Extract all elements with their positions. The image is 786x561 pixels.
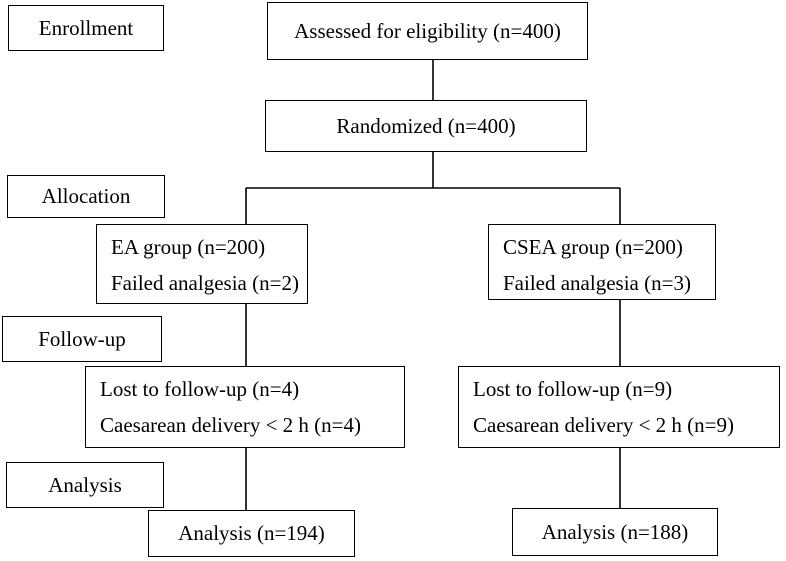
ea-analysis-box: Analysis (n=194) — [148, 510, 355, 557]
csea-group-box: CSEA group (n=200) Failed analgesia (n=3… — [488, 224, 716, 300]
stage-label-allocation: Allocation — [7, 175, 165, 218]
stage-label-enrollment: Enrollment — [8, 5, 164, 51]
csea-analysis-box: Analysis (n=188) — [512, 508, 718, 556]
randomized-text: Randomized (n=400) — [336, 113, 516, 138]
ea-group-box: EA group (n=200) Failed analgesia (n=2) — [96, 224, 308, 304]
ea-group-failed: Failed analgesia (n=2) — [111, 271, 299, 295]
stage-label-allocation-text: Allocation — [41, 184, 131, 209]
ea-caesarean-text: Caesarean delivery < 2 h (n=4) — [100, 413, 362, 437]
randomized-box: Randomized (n=400) — [265, 100, 587, 152]
stage-label-follow-up: Follow-up — [2, 316, 162, 362]
csea-followup-box: Lost to follow-up (n=9) Caesarean delive… — [458, 366, 780, 448]
assessed-box: Assessed for eligibility (n=400) — [267, 2, 588, 60]
csea-group-failed: Failed analgesia (n=3) — [503, 271, 691, 295]
ea-analysis-text: Analysis (n=194) — [178, 521, 325, 546]
stage-label-analysis: Analysis — [6, 462, 164, 508]
csea-lost-text: Lost to follow-up (n=9) — [473, 377, 673, 401]
stage-label-follow-up-text: Follow-up — [38, 326, 126, 351]
csea-group-title: CSEA group (n=200) — [503, 235, 683, 259]
csea-caesarean-text: Caesarean delivery < 2 h (n=9) — [473, 413, 735, 437]
csea-analysis-text: Analysis (n=188) — [541, 519, 689, 544]
ea-followup-box: Lost to follow-up (n=4) Caesarean delive… — [85, 366, 405, 448]
assessed-text: Assessed for eligibility (n=400) — [294, 18, 561, 43]
ea-lost-text: Lost to follow-up (n=4) — [100, 377, 300, 401]
ea-group-title: EA group (n=200) — [111, 235, 266, 259]
stage-label-analysis-text: Analysis — [48, 472, 122, 497]
stage-label-enrollment-text: Enrollment — [38, 15, 134, 40]
